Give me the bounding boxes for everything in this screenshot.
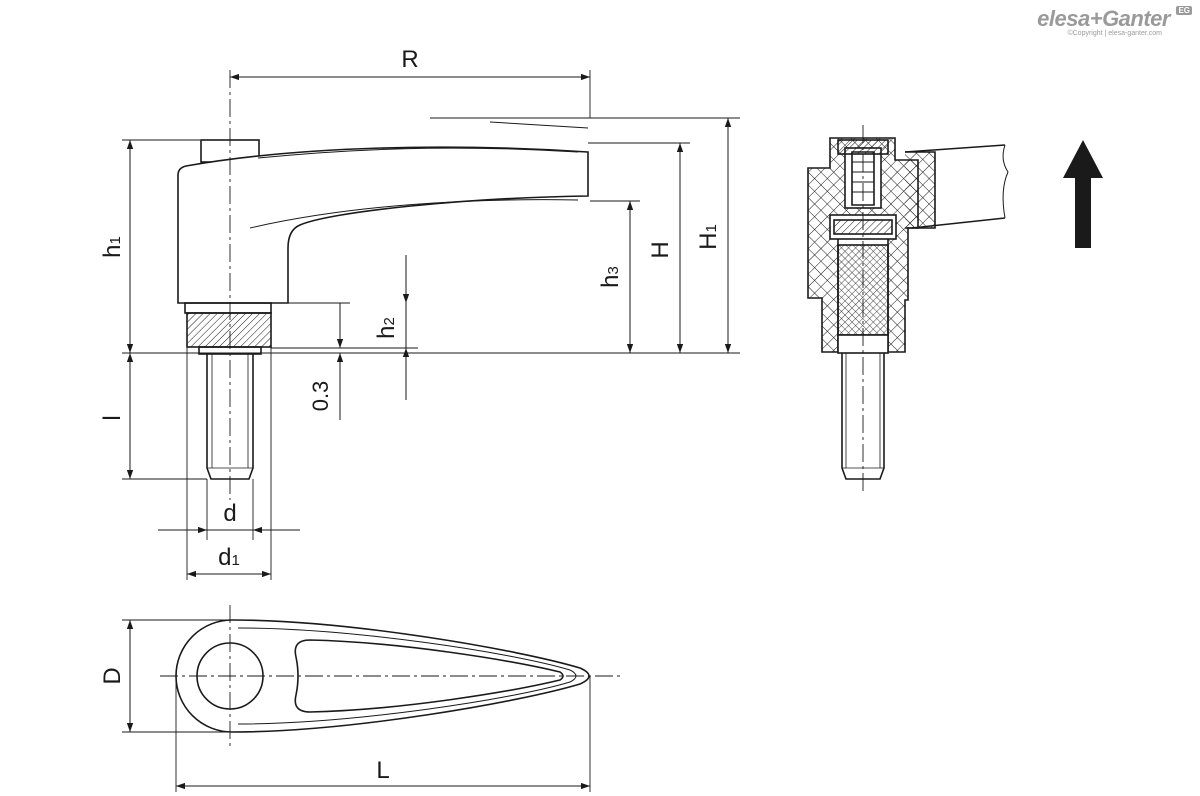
- lever-body: [177, 146, 589, 304]
- label-h1: h1: [99, 236, 126, 258]
- top-recess: [294, 639, 564, 713]
- dimension-lines: [126, 73, 732, 578]
- label-D: D: [99, 667, 126, 684]
- label-d: d: [223, 500, 236, 527]
- label-R: R: [401, 46, 418, 73]
- top-view: [175, 619, 590, 733]
- brand-name: elesa+Ganter: [1037, 6, 1170, 31]
- label-H1: H1: [695, 224, 722, 250]
- section-body: [807, 137, 919, 353]
- knurled-nut: [186, 312, 272, 348]
- label-h2: h2: [373, 317, 400, 339]
- label-l: l: [99, 415, 126, 420]
- lever-outline: [175, 619, 590, 733]
- label-gap: 0.3: [308, 381, 333, 412]
- label-d1: d1: [218, 544, 240, 571]
- direction-arrow-icon: [1063, 140, 1103, 248]
- brand-copyright: ©Copyright | elesa-ganter.com: [1067, 30, 1162, 37]
- brand-badge: EG: [1176, 6, 1192, 15]
- label-H: H: [647, 241, 674, 258]
- section-view: [807, 137, 1009, 480]
- side-view: [177, 117, 589, 480]
- label-L: L: [376, 757, 389, 784]
- dimension-labels: R h1 l h3 H H1 h2 0.3 d d1 D L: [99, 46, 722, 784]
- label-h3: h3: [597, 266, 624, 288]
- brand-logo: elesa+Ganter EG ©Copyright | elesa-gante…: [1037, 6, 1192, 37]
